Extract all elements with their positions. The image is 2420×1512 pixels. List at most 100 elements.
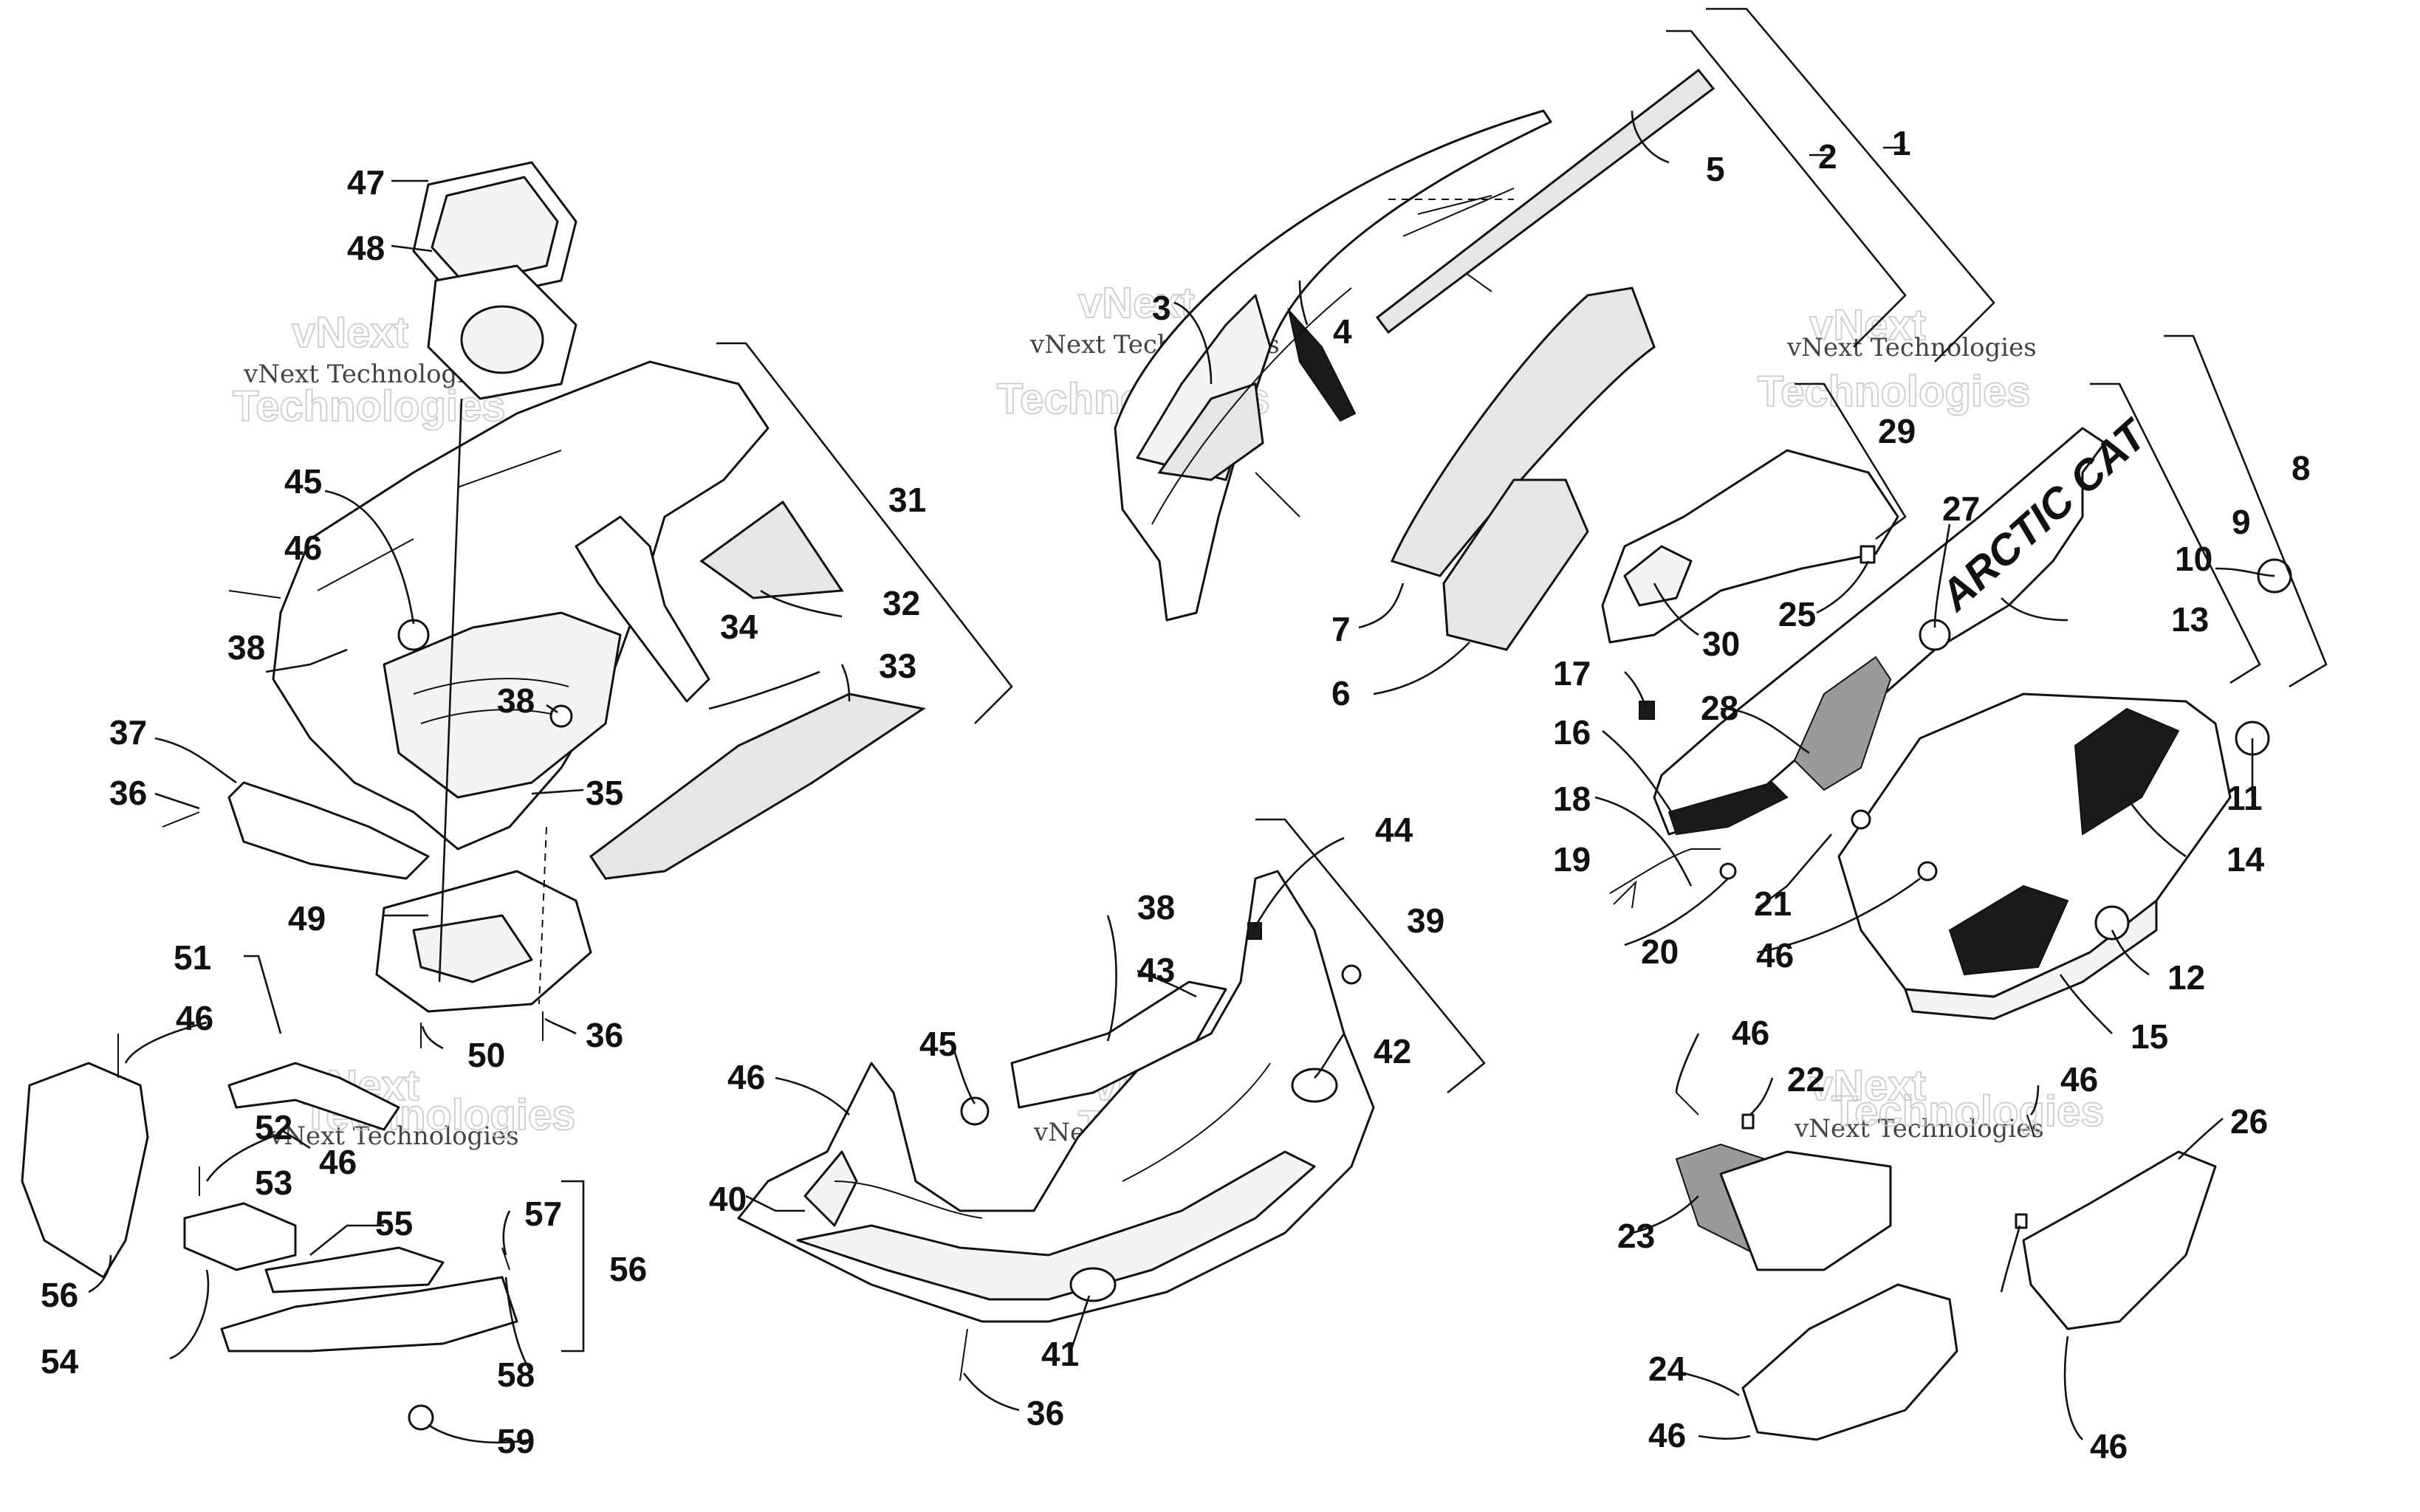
leader-16: [1602, 729, 1678, 820]
pin-46c: [2026, 1114, 2035, 1138]
screw-44: [1341, 964, 1362, 985]
leader-13: [2001, 597, 2068, 622]
leader-46c: [775, 1076, 850, 1116]
leader-41: [1069, 1295, 1091, 1352]
leader-18: [1594, 796, 1693, 887]
callout-8: 8: [2292, 449, 2311, 487]
leader-38b: [546, 704, 558, 714]
callout-56b: 56: [609, 1250, 647, 1288]
watermark-right-bottom: vNext vNext Technologies Technologies: [1794, 1061, 2105, 1144]
fastener-21: [1851, 809, 1871, 830]
leader-46r: [1757, 877, 1921, 954]
clip-44: [1247, 922, 1262, 940]
plug-41: [1069, 1267, 1117, 1302]
callout-4: 4: [1333, 312, 1352, 351]
leader-36c: [962, 1372, 1020, 1412]
bracket-39: [1255, 818, 1486, 1094]
callout-46a: 46: [284, 529, 322, 567]
side-panel-bottom-edge: [1904, 899, 2158, 1020]
panel-graphic-14: [2074, 707, 2180, 836]
leader-23: [1631, 1195, 1699, 1234]
callout-33: 33: [879, 647, 916, 685]
side-panel-upper: [1653, 427, 2106, 836]
callout-59: 59: [497, 1422, 535, 1460]
callout-3: 3: [1152, 289, 1171, 327]
callout-21: 21: [1754, 884, 1792, 923]
callout-53: 53: [255, 1164, 292, 1202]
vent-cover-26: [2022, 1150, 2217, 1330]
leader-7: [1358, 583, 1405, 629]
watermark-line3: Technologies: [233, 382, 506, 430]
bracket-1: [1706, 7, 1995, 362]
leader-14: [2125, 797, 2187, 858]
callout-labels: 1 2 3 4 5 6 7 8 9 10 11 12 13 14 15 16 1…: [41, 124, 2311, 1465]
leader-55: [309, 1224, 384, 1257]
fastener-20: [1719, 862, 1737, 880]
callout-38a: 38: [227, 628, 265, 667]
watermark-line1: vNext: [292, 309, 408, 357]
callout-16: 16: [1553, 713, 1591, 752]
callout-57: 57: [524, 1195, 562, 1233]
callout-20: 20: [1641, 932, 1679, 971]
inner-panel-contours: [317, 450, 569, 724]
callout-46d: 46: [727, 1058, 765, 1096]
leader-36a: [154, 792, 200, 810]
lower-cover-55: [264, 1246, 445, 1293]
foam-pad-3: [1157, 382, 1264, 481]
leader-59: [428, 1423, 532, 1444]
callout-17: 17: [1553, 654, 1591, 693]
leader-12: [2111, 929, 2150, 976]
callout-23: 23: [1617, 1217, 1655, 1255]
leader-42: [1314, 1033, 1346, 1079]
module-53: [183, 1202, 297, 1271]
inner-panel-recess: [383, 611, 622, 799]
leader-17: [1624, 671, 1648, 709]
belly-pan-floor: [796, 1150, 1316, 1301]
plate-49-opening: [412, 914, 533, 983]
callout-5: 5: [1706, 150, 1725, 188]
leader-27: [1933, 523, 1951, 628]
callout-36a: 36: [109, 774, 147, 812]
front-cap-40: [803, 1150, 858, 1227]
callout-46h: 46: [1648, 1416, 1686, 1454]
callout-40: 40: [709, 1180, 747, 1218]
foam-strip-5: [1375, 68, 1715, 334]
callout-38c: 38: [1137, 888, 1175, 927]
leader-56: [88, 1254, 112, 1293]
bracket-9: [2090, 382, 2261, 684]
pin-46b: [1676, 1092, 1699, 1116]
leader-52: [205, 1132, 281, 1182]
leader-44: [1254, 836, 1345, 927]
windshield-panel: [1114, 109, 1552, 622]
callout-26: 26: [2230, 1102, 2268, 1141]
callout-43: 43: [1137, 951, 1175, 989]
leader-51: [244, 955, 282, 1034]
watermark-line1: vNext: [1809, 301, 1926, 349]
foam-connection-lines: [1402, 188, 1515, 292]
callout-10: 10: [2175, 540, 2212, 578]
callout-45a: 45: [284, 462, 322, 501]
leader-3: [1173, 301, 1213, 385]
foam-pad-33: [589, 693, 926, 880]
callout-11: 11: [2227, 779, 2263, 817]
callout-46c: 46: [319, 1143, 357, 1181]
watermark-line3: Technologies: [1831, 1087, 2105, 1135]
leader-57: [502, 1210, 511, 1256]
callout-47: 47: [347, 163, 385, 202]
alignment-dash: [538, 826, 547, 1005]
leader-46a: [124, 1021, 208, 1064]
callout-14: 14: [2227, 840, 2265, 879]
bracket-29: [1795, 382, 1907, 540]
callout-31: 31: [888, 481, 926, 519]
clip-25: [1859, 545, 1876, 564]
alignment-line: [438, 398, 463, 983]
watermark-line2: vNext Technologies: [1794, 1114, 2044, 1144]
leader-45b: [951, 1044, 976, 1104]
callout-58: 58: [497, 1355, 535, 1394]
leader-35: [531, 788, 584, 795]
foam-pad-32: [699, 500, 844, 599]
windshield-dark-trim: [1287, 307, 1357, 422]
vent-29: [1601, 449, 1899, 644]
leader-46f: [2029, 1085, 2040, 1116]
